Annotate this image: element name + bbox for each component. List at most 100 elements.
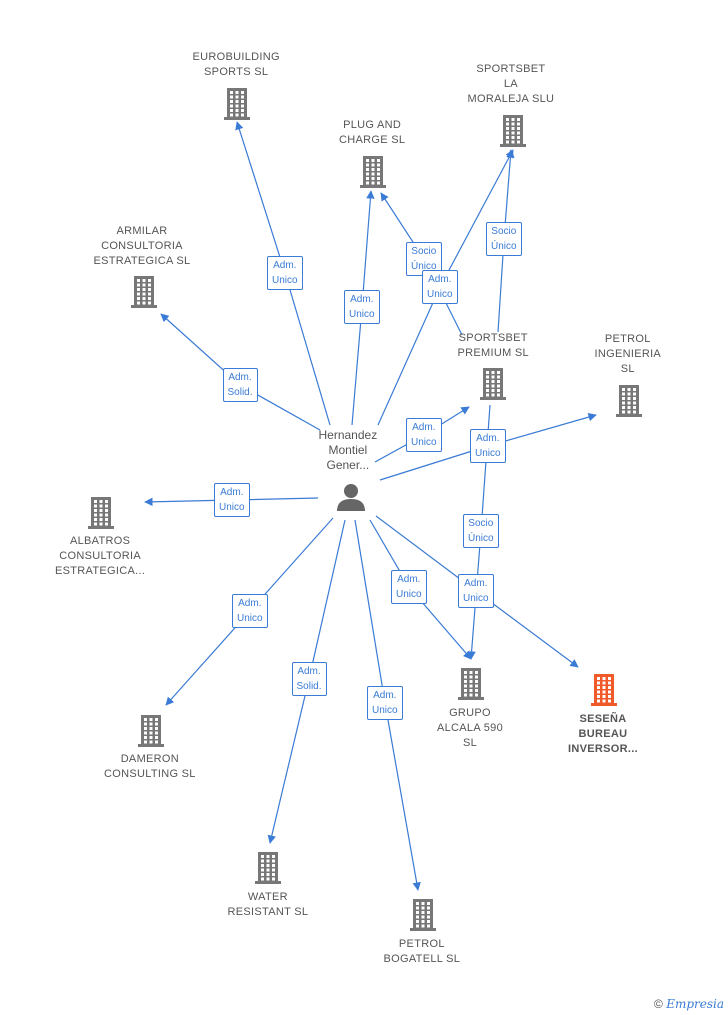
company-label-line: DAMERON bbox=[120, 753, 180, 765]
edge-label-text: Único bbox=[468, 533, 494, 544]
icons-layer bbox=[88, 88, 642, 931]
edge-label-text: Adm. bbox=[350, 294, 374, 305]
edge-label-text: Unico bbox=[463, 593, 489, 604]
company-label-line: GRUPO bbox=[449, 707, 491, 719]
company-label-line: WATER bbox=[247, 891, 288, 903]
edge-label-text: Unico bbox=[396, 589, 422, 600]
edges-layer bbox=[144, 121, 597, 891]
company-label-armilar[interactable]: ARMILAR CONSULTORIA ESTRATEGICA SL bbox=[94, 224, 191, 269]
company-label-line: ALBATROS bbox=[69, 535, 131, 547]
copyright-icon: © bbox=[654, 997, 663, 1011]
edge-label-text: Adm. bbox=[220, 487, 244, 498]
company-label-line: CHARGE SL bbox=[339, 134, 406, 146]
edge-label-text: Socio bbox=[491, 226, 517, 237]
edge-label-text: Socio bbox=[468, 518, 494, 529]
building-icon-sesena-bureau bbox=[591, 674, 617, 706]
company-label-line: EUROBUILDING bbox=[192, 51, 280, 63]
company-label-plug-and-charge[interactable]: PLUG AND CHARGE SL bbox=[339, 118, 405, 148]
building-icon-grupo-alcala bbox=[458, 668, 484, 700]
edge-label-text: Unico bbox=[219, 502, 245, 513]
edge-label-text: Unico bbox=[272, 275, 298, 286]
edge-label-center-to-water-resistant[interactable]: Adm. Solid. bbox=[291, 662, 327, 696]
company-label-line: SPORTSBET bbox=[458, 332, 528, 344]
edge-label-center-to-sportsbet-premium[interactable]: Adm. Unico bbox=[406, 418, 442, 452]
brand-logo[interactable]: Empresia bbox=[666, 997, 724, 1011]
company-label-line: ARMILAR bbox=[116, 225, 168, 237]
company-label-line: BUREAU bbox=[578, 728, 628, 740]
edge-label-text: Adm. bbox=[373, 690, 397, 701]
edge-label-center-to-petrol-ingenieria[interactable]: Adm. Unico bbox=[470, 429, 506, 463]
person-name-line: Gener... bbox=[326, 458, 370, 472]
building-icon-eurobuilding bbox=[224, 88, 250, 120]
edge-label-text: Único bbox=[491, 241, 517, 252]
company-label-line: ALCALA 590 bbox=[437, 722, 503, 734]
edge-label-text: Solid. bbox=[227, 387, 253, 398]
company-label-line: PLUG AND bbox=[343, 119, 402, 131]
company-label-line: CONSULTORIA bbox=[101, 240, 183, 252]
company-label-line: ESTRATEGICA... bbox=[55, 565, 146, 577]
edge-label-text: Adm. bbox=[476, 433, 500, 444]
edge-label-text: Solid. bbox=[296, 681, 322, 692]
edge-label-text: Adm. bbox=[428, 274, 452, 285]
person-name-line: Hernandez bbox=[318, 428, 378, 442]
edge-label-text: Adm. bbox=[412, 422, 436, 433]
company-label-line: SL bbox=[620, 363, 635, 375]
company-label-line: BOGATELL SL bbox=[383, 953, 461, 965]
building-icon-albatros bbox=[88, 497, 114, 529]
company-label-line: PREMIUM SL bbox=[457, 347, 529, 359]
company-label-line: SESEÑA bbox=[579, 713, 627, 725]
company-label-petrol-bogatell[interactable]: PETROL BOGATELL SL bbox=[384, 937, 461, 967]
edge-label-text: Adm. bbox=[397, 574, 421, 585]
company-label-albatros[interactable]: ALBATROS CONSULTORIA ESTRATEGICA... bbox=[55, 534, 145, 579]
company-label-petrol-ingenieria[interactable]: PETROL INGENIERIA SL bbox=[595, 332, 662, 377]
company-label-line: PETROL bbox=[398, 938, 445, 950]
company-label-sesena-bureau[interactable]: SESEÑA BUREAU INVERSOR... bbox=[568, 712, 638, 757]
edge-label-center-to-armilar[interactable]: Adm. Solid. bbox=[222, 368, 258, 402]
edge-label-center-to-dameron[interactable]: Adm. Unico bbox=[232, 594, 268, 628]
company-label-line: RESISTANT SL bbox=[227, 906, 309, 918]
building-icon-water-resistant bbox=[255, 852, 281, 884]
company-label-line: SL bbox=[462, 737, 478, 749]
company-label-sportsbet-premium[interactable]: SPORTSBET PREMIUM SL bbox=[458, 331, 529, 361]
edge-label-center-to-petrol-bogatell[interactable]: Adm. Unico bbox=[367, 686, 403, 720]
edge-label-text: Socio bbox=[411, 246, 437, 257]
edge-label-text: Unico bbox=[475, 448, 501, 459]
edge-label-text: Adm. bbox=[238, 598, 262, 609]
building-icon-sportsbet-la-moraleja bbox=[500, 115, 526, 147]
edge-label-center-to-albatros[interactable]: Adm. Unico bbox=[214, 483, 250, 517]
company-label-line: INGENIERIA bbox=[594, 348, 662, 360]
company-label-line: INVERSOR... bbox=[568, 743, 638, 755]
edge-label-center-to-sportsbet-la-moraleja[interactable]: Adm. Unico bbox=[422, 270, 458, 304]
edge-label-text: Unico bbox=[237, 613, 263, 624]
building-icon-sportsbet-premium bbox=[480, 368, 506, 400]
footer: © Empresia bbox=[654, 997, 724, 1011]
edge-label-center-to-plug-and-charge[interactable]: Adm. Unico bbox=[344, 290, 380, 324]
edge-label-text: Adm. bbox=[297, 666, 321, 677]
person-icon[interactable] bbox=[337, 484, 365, 511]
building-icon-plug-and-charge bbox=[360, 156, 386, 188]
edge-label-text: Adm. bbox=[273, 260, 297, 271]
company-label-line: ESTRATEGICA SL bbox=[93, 255, 191, 267]
edge-label-text: Adm. bbox=[228, 372, 252, 383]
edge-label-center-to-sesena-bureau[interactable]: Adm.Unico bbox=[458, 574, 494, 608]
edge-label-center-to-eurobuilding[interactable]: Adm. Unico bbox=[267, 256, 303, 290]
edge-label-text: Unico bbox=[349, 309, 375, 320]
company-label-line: CONSULTORIA bbox=[59, 550, 141, 562]
edge-label-text: Unico bbox=[372, 705, 398, 716]
building-icon-armilar bbox=[131, 276, 157, 308]
edge-label-center-to-grupo-alcala[interactable]: Adm. Unico bbox=[391, 570, 427, 604]
edge-label-text: Unico bbox=[427, 289, 453, 300]
company-label-line: PETROL bbox=[604, 333, 651, 345]
company-label-water-resistant[interactable]: WATER RESISTANT SL bbox=[228, 890, 309, 920]
edge-label-text: Unico bbox=[411, 437, 437, 448]
company-label-line: LA bbox=[503, 78, 518, 90]
building-icon-petrol-bogatell bbox=[410, 899, 436, 931]
